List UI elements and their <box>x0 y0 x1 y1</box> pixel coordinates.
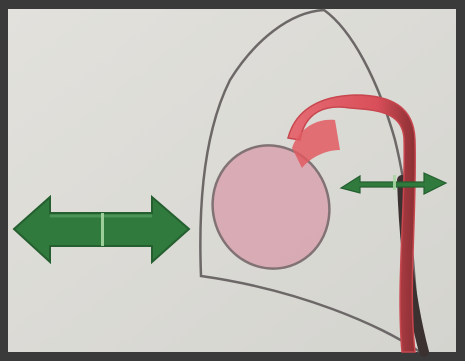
diagram-canvas <box>0 0 465 361</box>
